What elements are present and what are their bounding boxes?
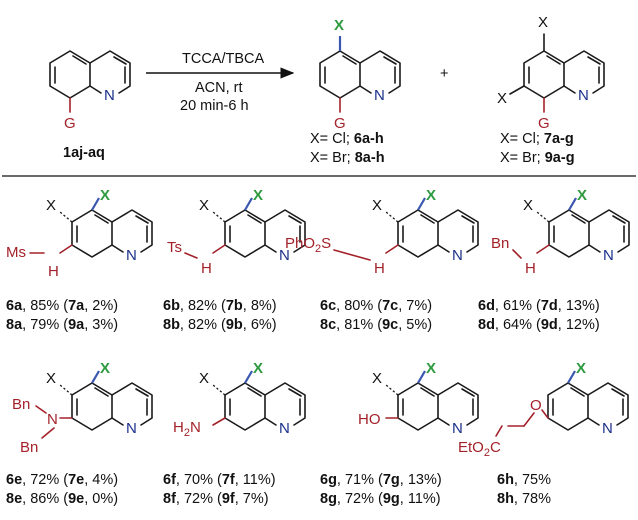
svg-text:N: N	[47, 411, 58, 428]
structure-6d: X X N Bn H	[491, 187, 630, 277]
svg-text:Bn: Bn	[20, 439, 38, 456]
svg-text:8d, 64% (9d, 12%): 8d, 64% (9d, 12%)	[478, 317, 600, 333]
structure-6b: X X N Ts H	[167, 187, 306, 277]
atom-label: G	[538, 115, 550, 132]
structure-6g: X X N HO	[358, 360, 479, 437]
svg-text:8c, 81% (9c, 5%): 8c, 81% (9c, 5%)	[320, 317, 432, 333]
svg-text:N: N	[452, 247, 463, 264]
atom-label: N	[104, 87, 115, 104]
product2-label: X= Br; 9a-g	[500, 150, 575, 166]
svg-text:X: X	[46, 197, 56, 214]
svg-text:N: N	[279, 247, 290, 264]
structure-6h: X N O EtO2C	[458, 360, 629, 459]
svg-text:X: X	[46, 370, 56, 387]
atom-label: X	[497, 90, 507, 107]
product1-label: X= Br; 8a-h	[310, 150, 385, 166]
svg-text:N: N	[279, 420, 290, 437]
atom-label: G	[64, 115, 76, 132]
svg-text:X: X	[100, 187, 110, 204]
svg-text:8f, 72% (9f, 7%): 8f, 72% (9f, 7%)	[163, 491, 269, 507]
atom-label: X	[538, 14, 548, 31]
svg-text:Ms: Ms	[6, 244, 26, 261]
svg-text:Bn: Bn	[12, 396, 30, 413]
svg-text:Bn: Bn	[491, 235, 509, 252]
product2-label: X= Cl; 7a-g	[500, 131, 574, 147]
svg-text:N: N	[452, 420, 463, 437]
svg-text:HO: HO	[358, 411, 381, 428]
svg-text:PhO2S: PhO2S	[285, 235, 331, 255]
svg-text:6a, 85% (7a, 2%): 6a, 85% (7a, 2%)	[6, 298, 118, 314]
atom-label: X	[334, 17, 344, 34]
reagent-label: 20 min-6 h	[180, 98, 249, 114]
svg-text:Ts: Ts	[167, 239, 182, 256]
reagent-label: ACN, rt	[195, 80, 243, 96]
svg-text:6d, 61% (7d, 13%): 6d, 61% (7d, 13%)	[478, 298, 600, 314]
svg-text:8g, 72% (9g, 11%): 8g, 72% (9g, 11%)	[320, 491, 441, 507]
svg-text:X: X	[199, 197, 209, 214]
product1-structure: X G N	[319, 17, 401, 132]
product2-structure: X X G N	[497, 14, 605, 132]
svg-text:X: X	[577, 187, 587, 204]
structure-6f: X X N H2N	[173, 360, 306, 439]
svg-text:X: X	[100, 360, 110, 377]
svg-text:8b, 82% (9b, 6%): 8b, 82% (9b, 6%)	[163, 317, 277, 333]
svg-text:6f, 70% (7f, 11%): 6f, 70% (7f, 11%)	[163, 472, 276, 488]
atom-label: G	[334, 115, 346, 132]
atom-label: N	[374, 87, 385, 104]
reactant-structure: G N	[49, 50, 131, 132]
svg-text:N: N	[126, 247, 137, 264]
svg-text:X: X	[253, 360, 263, 377]
product1-label: X= Cl; 6a-h	[310, 131, 384, 147]
svg-text:8h, 78%: 8h, 78%	[497, 491, 551, 507]
svg-text:H: H	[525, 260, 536, 277]
svg-text:6g, 71% (7g, 13%): 6g, 71% (7g, 13%)	[320, 472, 442, 488]
svg-text:H: H	[48, 263, 59, 280]
svg-text:6h, 75%: 6h, 75%	[497, 472, 551, 488]
structure-6a: X X N Ms H	[6, 187, 153, 280]
svg-text:X: X	[253, 187, 263, 204]
reagent-label: TCCA/TBCA	[182, 51, 265, 67]
svg-text:X: X	[576, 360, 586, 377]
reactant-label: 1aj-aq	[63, 145, 105, 161]
structure-6e: X X N N Bn Bn	[12, 360, 153, 456]
svg-text:X: X	[426, 360, 436, 377]
atom-label: N	[578, 87, 589, 104]
svg-text:X: X	[523, 197, 533, 214]
svg-text:EtO2C: EtO2C	[458, 439, 501, 459]
svg-text:6c, 80% (7c, 7%): 6c, 80% (7c, 7%)	[320, 298, 432, 314]
svg-text:H: H	[201, 260, 212, 277]
svg-text:X: X	[372, 197, 382, 214]
svg-text:8e, 86% (9e, 0%): 8e, 86% (9e, 0%)	[6, 491, 118, 507]
svg-text:X: X	[372, 370, 382, 387]
svg-text:8a, 79% (9a, 3%): 8a, 79% (9a, 3%)	[6, 317, 118, 333]
plus-sign: +	[440, 66, 448, 82]
svg-text:N: N	[126, 420, 137, 437]
svg-text:6b, 82% (7b, 8%): 6b, 82% (7b, 8%)	[163, 298, 277, 314]
svg-text:X: X	[426, 187, 436, 204]
structure-6c: X X N PhO2S H	[285, 187, 479, 277]
svg-text:H: H	[374, 260, 385, 277]
svg-text:N: N	[602, 420, 613, 437]
results-row-2: 6e, 72% (7e, 4%) 8e, 86% (9e, 0%) 6f, 70…	[6, 472, 551, 507]
svg-text:N: N	[603, 247, 614, 264]
svg-text:6e, 72% (7e, 4%): 6e, 72% (7e, 4%)	[6, 472, 118, 488]
svg-text:X: X	[199, 370, 209, 387]
svg-text:O: O	[530, 397, 542, 414]
results-row-1: 6a, 85% (7a, 2%) 8a, 79% (9a, 3%) 6b, 82…	[6, 298, 600, 333]
svg-text:H2N: H2N	[173, 419, 201, 439]
